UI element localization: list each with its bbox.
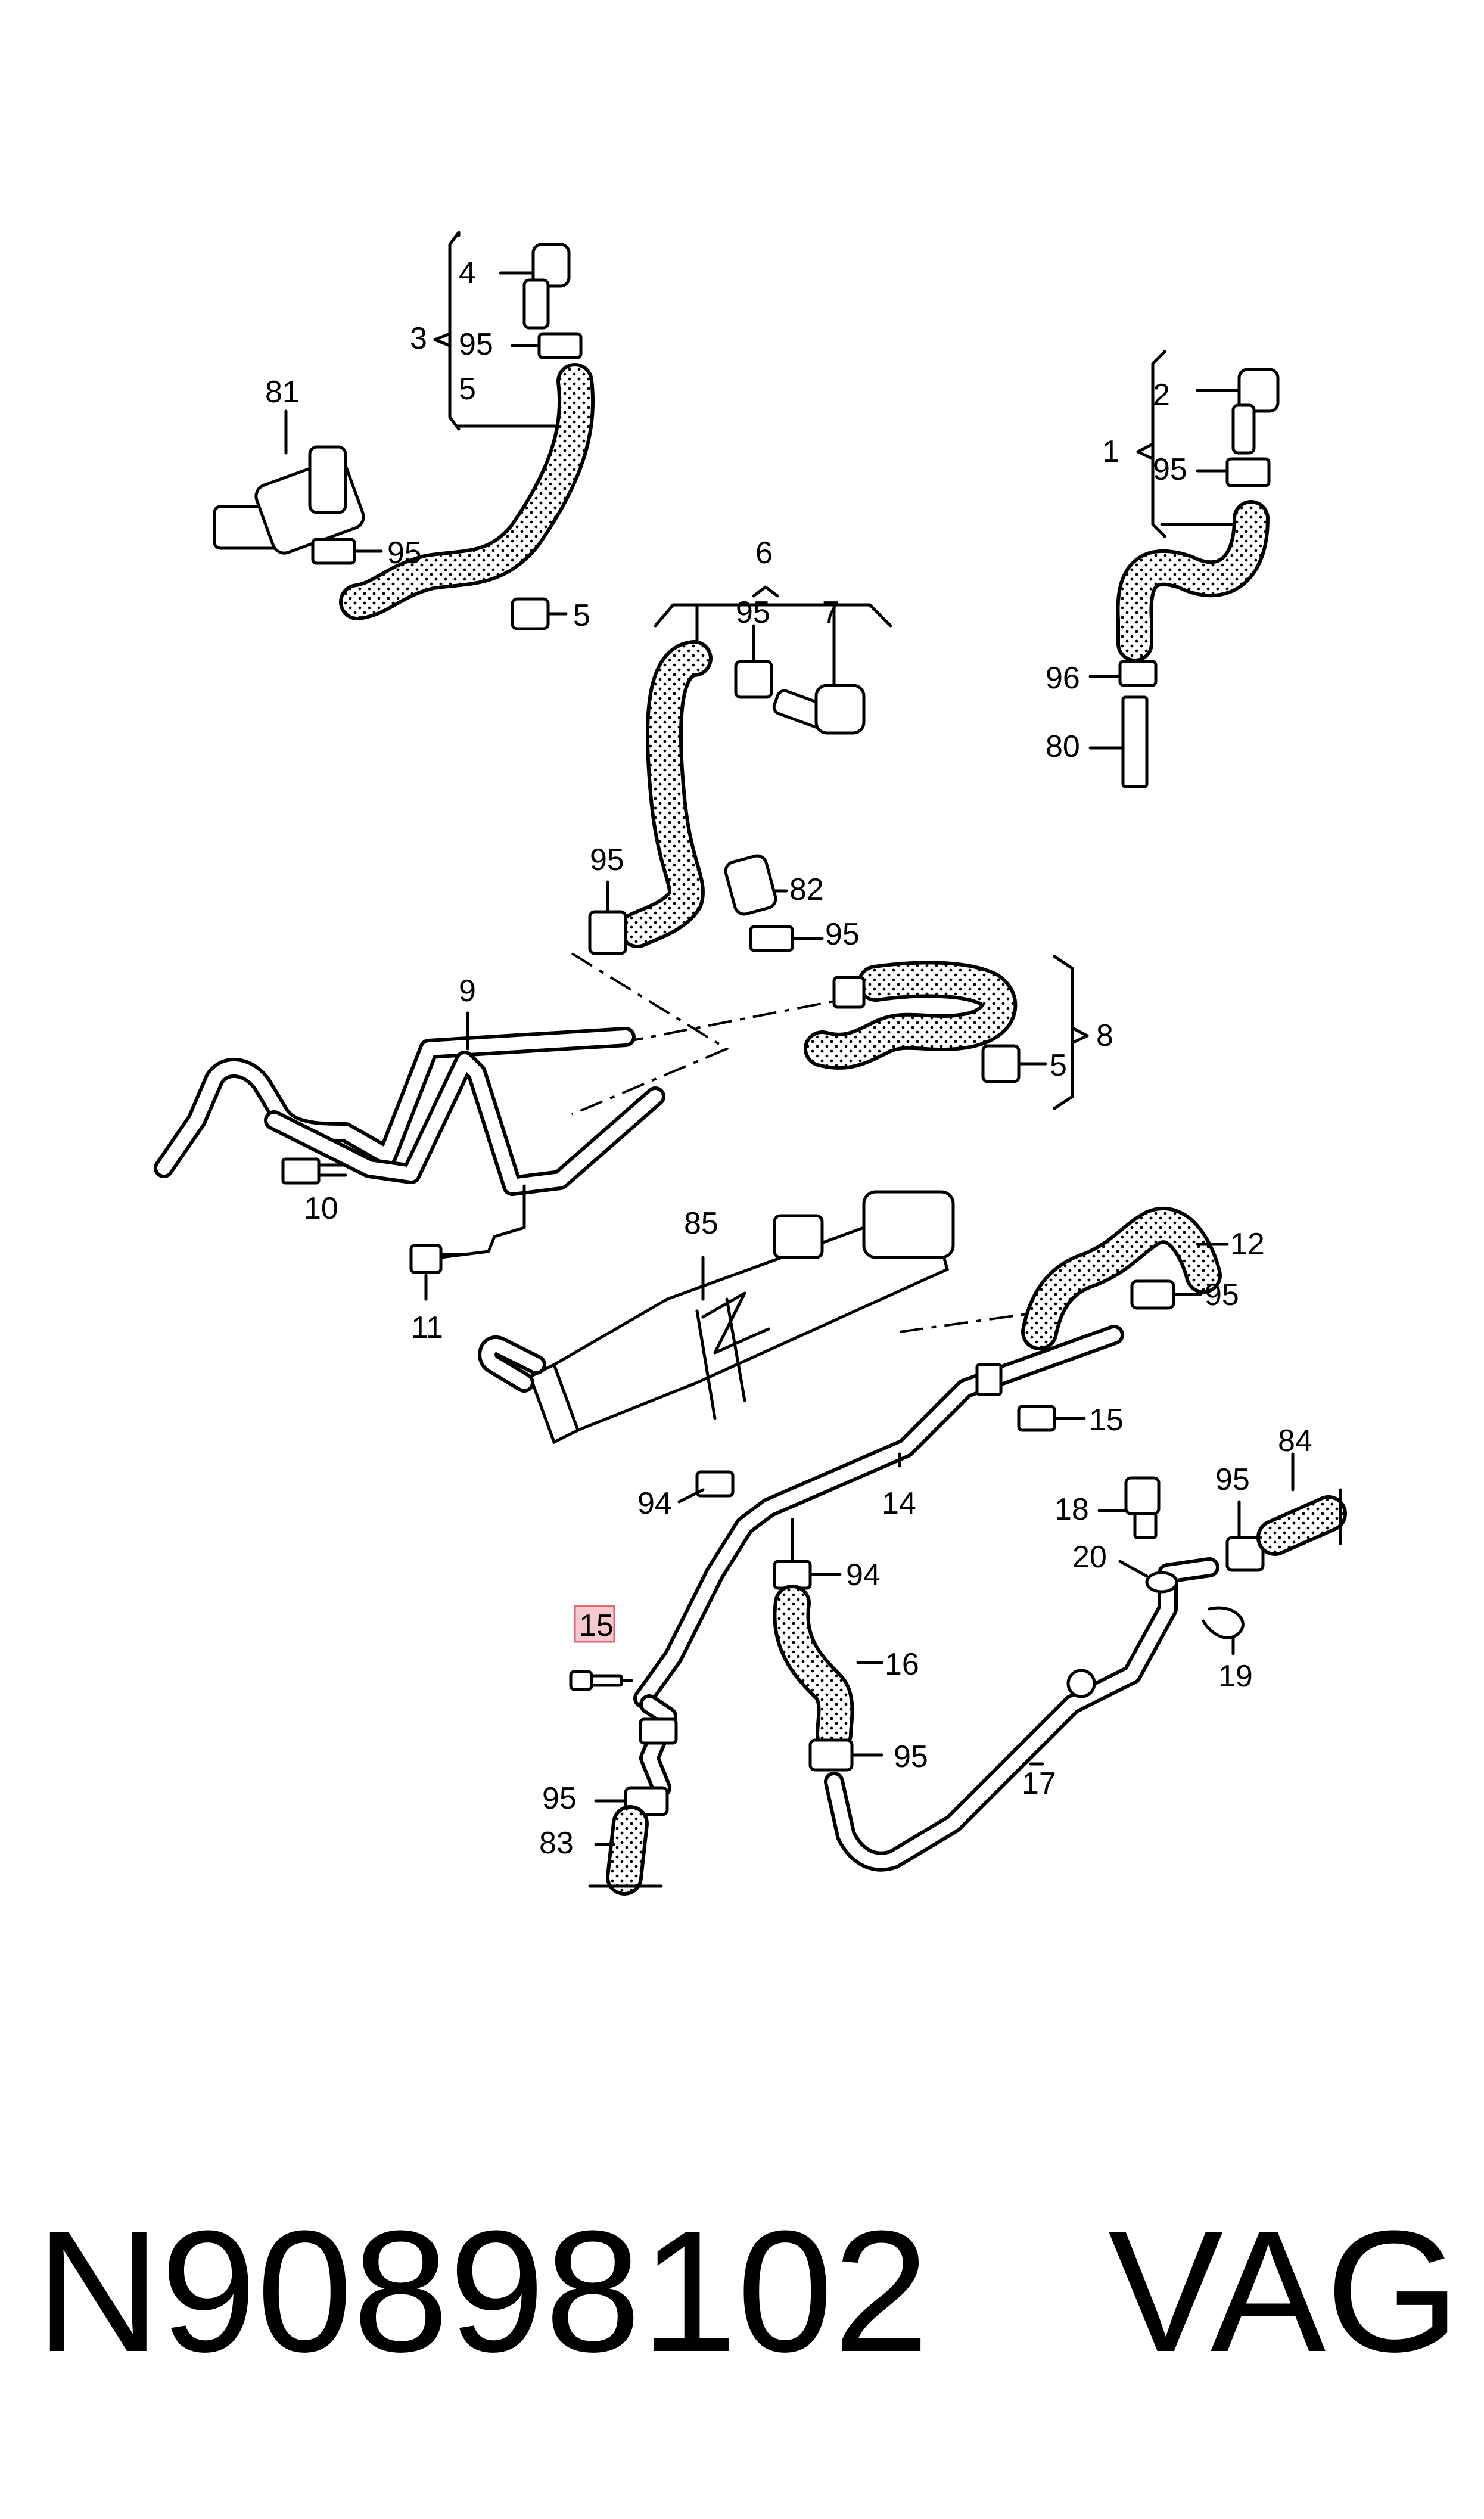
pipe-80 [1121, 695, 1149, 788]
hose-assembly-6 [588, 585, 892, 955]
callout-20[interactable]: 20 [1072, 1540, 1107, 1574]
callout-96[interactable]: 96 [1046, 661, 1080, 695]
hose-12 [1021, 1207, 1229, 1350]
thermostat-housing-81 [213, 409, 365, 555]
callout-81[interactable]: 81 [265, 375, 300, 409]
callout-5[interactable]: 5 [573, 598, 590, 633]
hose-assembly-1 [1088, 350, 1280, 788]
hose-clamp-icon [1225, 457, 1271, 487]
callout-94[interactable]: 94 [846, 1558, 881, 1592]
callout-85[interactable]: 85 [684, 1206, 718, 1241]
highlight-box [574, 1605, 615, 1643]
callout-9[interactable]: 9 [459, 974, 476, 1008]
pipe-17 [824, 1452, 1347, 1872]
callout-14[interactable]: 14 [882, 1486, 916, 1521]
callout-8[interactable]: 8 [1096, 1018, 1113, 1053]
elbow-connector-7 [772, 684, 866, 735]
clip-19 [1202, 1606, 1245, 1639]
brand-name: VAG [1108, 2195, 1460, 2388]
hose-clamp-icon [808, 1738, 854, 1772]
hose-assembly-8 [724, 854, 1089, 1110]
dashed-leader-line [899, 1310, 1049, 1333]
callout-4[interactable]: 4 [459, 256, 476, 290]
hose-clamp-icon [537, 332, 583, 359]
callout-95[interactable]: 95 [1153, 452, 1187, 487]
hose-clamp-icon [749, 925, 794, 952]
part-number: N90898102 [36, 2195, 929, 2388]
hose-83 [588, 1805, 663, 1896]
hose-clamp-icon [773, 1560, 812, 1590]
bolt-10 [281, 1157, 321, 1185]
callout-82[interactable]: 82 [789, 872, 824, 907]
sensor-18 [1097, 1476, 1161, 1539]
dashed-leader-line [619, 1000, 835, 1044]
hose-clamp-icon [311, 538, 356, 565]
callout-95[interactable]: 95 [459, 327, 493, 362]
callout-94[interactable]: 94 [637, 1486, 672, 1521]
callout-83[interactable]: 83 [539, 1826, 574, 1860]
callout-10[interactable]: 10 [304, 1191, 338, 1226]
hose-clamp-icon [588, 910, 627, 955]
callout-12[interactable]: 12 [1230, 1227, 1265, 1262]
callout-6[interactable]: 6 [755, 536, 773, 570]
hose-clamp-icon [981, 1044, 1021, 1083]
callout-84[interactable]: 84 [1278, 1424, 1312, 1458]
dashed-leader-line [571, 952, 730, 1116]
bolt-11 [409, 1244, 443, 1274]
callout-5[interactable]: 5 [1050, 1048, 1067, 1083]
hose-clamp-icon [511, 597, 550, 630]
callout-17[interactable]: 17 [1022, 1766, 1056, 1801]
callout-80[interactable]: 80 [1046, 729, 1080, 764]
callout-1[interactable]: 1 [1102, 434, 1119, 469]
hose-assembly-3 [213, 231, 595, 630]
callout-15[interactable]: 15 [1089, 1403, 1124, 1437]
callout-3[interactable]: 3 [410, 321, 427, 356]
bolt-15-highlighted [569, 1670, 633, 1691]
pipe-14 [633, 1325, 1124, 1709]
callout-11[interactable]: 11 [411, 1310, 443, 1345]
callout-16[interactable]: 16 [885, 1647, 919, 1682]
callout-2[interactable]: 2 [1153, 378, 1170, 412]
callout-95[interactable]: 95 [1205, 1278, 1239, 1312]
pipe-assembly-9 [154, 1011, 665, 1301]
callout-95[interactable]: 95 [825, 917, 860, 952]
callout-95[interactable]: 95 [542, 1781, 577, 1816]
hose-clamp-icon [1130, 1279, 1175, 1310]
hose-clamp-icon [695, 1470, 735, 1498]
callout-95[interactable]: 95 [894, 1740, 928, 1774]
callout-95[interactable]: 95 [1215, 1462, 1250, 1497]
callout-95[interactable]: 95 [736, 595, 770, 630]
callout-95[interactable]: 95 [590, 843, 624, 877]
callout-19[interactable]: 19 [1218, 1659, 1253, 1694]
hose-clamp-icon [832, 976, 866, 1009]
hose-clamp-icon [1225, 1536, 1265, 1572]
seal-ring-20 [1145, 1571, 1178, 1594]
bolt-15 [1017, 1405, 1056, 1432]
elbow-connector-4 [531, 243, 571, 288]
callout-95[interactable]: 95 [387, 536, 422, 570]
callout-7[interactable]: 7 [822, 595, 839, 630]
hose-clamp-icon [1118, 660, 1158, 687]
connector-82 [724, 854, 777, 916]
hose-16 [773, 1585, 883, 1772]
callout-5[interactable]: 5 [459, 372, 476, 406]
callout-18[interactable]: 18 [1054, 1492, 1089, 1527]
callout-15-highlighted[interactable]: 15 [579, 1608, 614, 1643]
hose-84 [1256, 1452, 1347, 1556]
hose-clamp-icon [734, 660, 773, 699]
pipe-lower-left [569, 1670, 678, 1896]
egr-cooler-85 [478, 1190, 955, 1445]
